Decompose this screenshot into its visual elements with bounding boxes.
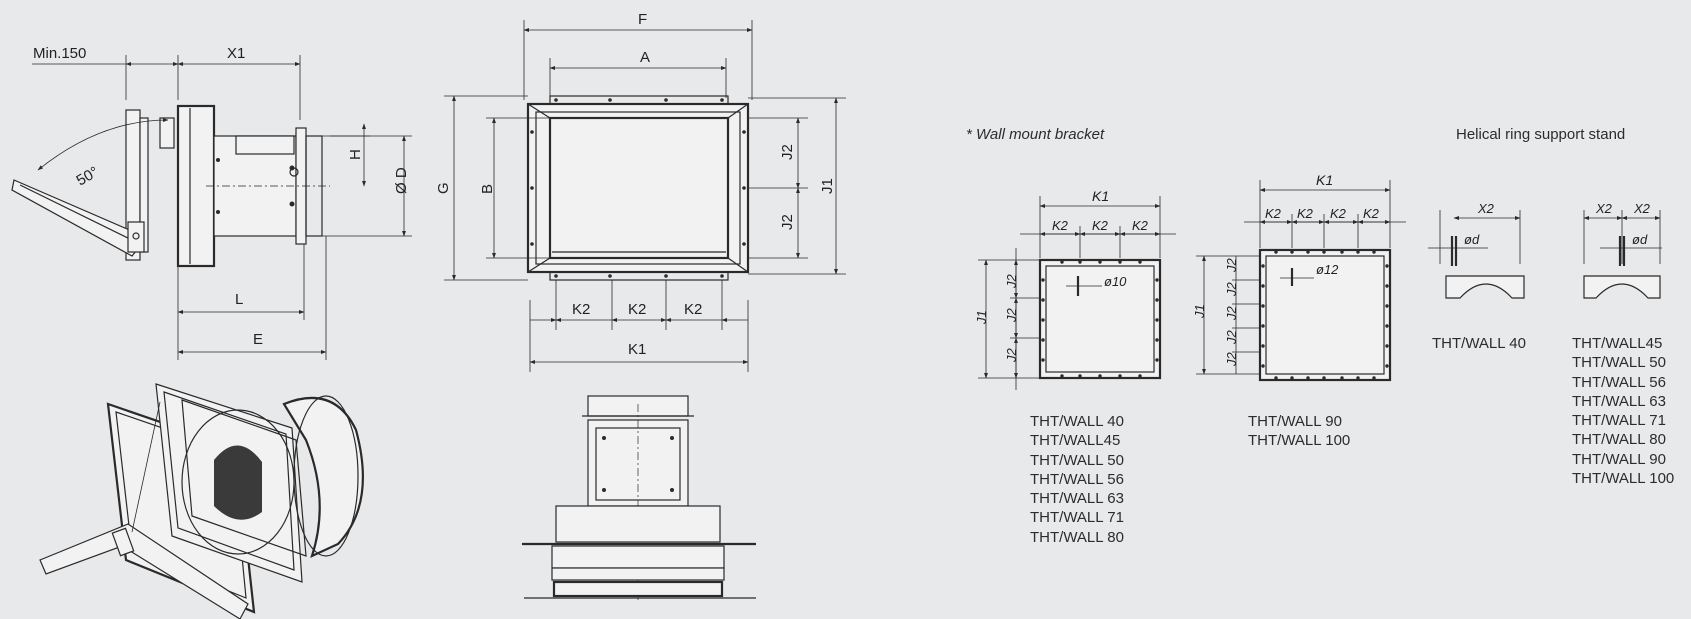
bracket-small-j1-label: J1 <box>974 310 989 325</box>
dim-h-label: H <box>347 149 364 160</box>
bracket-large-j2-5-label: J2 <box>1224 352 1239 368</box>
bracket-small-j2-3-label: J2 <box>1004 348 1019 364</box>
bracket-large-k2-1-label: K2 <box>1265 206 1282 221</box>
dim-od-label: Ø D <box>393 167 410 194</box>
stand-double-x2-1-label: X2 <box>1595 201 1613 216</box>
top-view <box>522 395 756 600</box>
bracket-large-j2-2-label: J2 <box>1224 282 1239 298</box>
isometric-view <box>39 383 364 619</box>
bracket-large-k2-4-label: K2 <box>1363 206 1380 221</box>
frame-bolts <box>530 98 746 278</box>
list-item: THT/WALL 80 <box>1572 431 1666 449</box>
side-view: Min.150 X1 50° H <box>11 45 412 360</box>
stand-double-x2-2-label: X2 <box>1633 201 1651 216</box>
dim-j1-label: J1 <box>819 178 836 194</box>
bracket-large-k2-3-label: K2 <box>1330 206 1347 221</box>
dim-j2-lower-label: J2 <box>779 214 796 230</box>
list-item: THT/WALL 63 <box>1572 392 1666 410</box>
list-item: THT/WALL 50 <box>1030 451 1124 469</box>
dim-f-label: F <box>638 11 647 28</box>
list-item: THT/WALL 56 <box>1030 470 1124 488</box>
bracket-small-j2-2-label: J2 <box>1004 308 1019 324</box>
stand-double-drawing: X2 X2 ød <box>1583 201 1662 299</box>
dim-x1-label: X1 <box>227 45 245 62</box>
list-item: THT/WALL 90 <box>1572 450 1666 468</box>
bracket-title: * Wall mount bracket <box>966 126 1105 143</box>
list-item: THT/WALL 71 <box>1030 509 1124 527</box>
dim-k1-label: K1 <box>628 341 646 358</box>
dim-b-label: B <box>479 184 496 194</box>
stand-single-drawing: X2 ød <box>1428 201 1525 299</box>
bracket-small-k2-2-label: K2 <box>1092 218 1109 233</box>
list-item: THT/WALL 100 <box>1248 432 1351 450</box>
stand-double-model-list: THT/WALL45 THT/WALL 50 THT/WALL 56 THT/W… <box>1572 334 1674 488</box>
bracket-large-j2-1-label: J2 <box>1224 258 1239 274</box>
list-item: THT/WALL 90 <box>1248 413 1342 430</box>
list-item: THT/WALL 63 <box>1030 490 1124 508</box>
dim-g-label: G <box>435 182 452 194</box>
stand-double-od-label: ød <box>1632 232 1648 247</box>
list-item: THT/WALL 40 <box>1030 413 1124 430</box>
bracket-large-drawing: K1 K2 K2 K2 K2 ø12 J2 J2 <box>1192 172 1406 382</box>
list-item: THT/WALL 80 <box>1030 528 1124 546</box>
dim-k2-2-label: K2 <box>628 301 646 318</box>
bracket-small-k1-label: K1 <box>1092 188 1109 204</box>
dim-a-label: A <box>640 49 650 66</box>
bracket-large-k1-label: K1 <box>1316 172 1333 188</box>
bracket-small-k2-1-label: K2 <box>1052 218 1069 233</box>
list-item: THT/WALL 100 <box>1572 470 1675 488</box>
stand-single-model-list: THT/WALL 40 <box>1432 334 1526 353</box>
dim-l-label: L <box>235 291 243 308</box>
list-item: THT/WALL 71 <box>1572 412 1666 430</box>
dim-min150-label: Min.150 <box>33 45 86 62</box>
bracket-large-model-list: THT/WALL 90 THT/WALL 100 <box>1248 412 1350 451</box>
bracket-small-hole-label: ø10 <box>1104 274 1127 289</box>
bracket-small-k2-3-label: K2 <box>1132 218 1149 233</box>
list-item: THT/WALL 50 <box>1572 354 1666 372</box>
list-item: THT/WALL45 <box>1572 335 1663 352</box>
bracket-large-j1-label: J1 <box>1192 304 1207 319</box>
bracket-large-k2-2-label: K2 <box>1297 206 1314 221</box>
dim-angle-label: 50° <box>74 163 102 189</box>
stand-title: Helical ring support stand <box>1456 126 1626 143</box>
stand-single-x2-label: X2 <box>1477 201 1495 216</box>
dim-e-label: E <box>253 331 263 348</box>
front-view: F A G B <box>435 11 846 372</box>
bracket-large-j2-3-label: J2 <box>1224 306 1239 322</box>
dim-k2-1-label: K2 <box>572 301 590 318</box>
list-item: THT/WALL45 <box>1030 432 1121 450</box>
dim-k2-3-label: K2 <box>684 301 702 318</box>
bracket-small-drawing: K1 K2 K2 K2 ø10 J2 J2 J2 <box>974 188 1176 390</box>
stand-single-od-label: ød <box>1464 232 1480 247</box>
dim-j2-upper-label: J2 <box>779 144 796 160</box>
bracket-small-model-list: THT/WALL 40 THT/WALL45 THT/WALL 50 THT/W… <box>1030 412 1124 547</box>
bracket-large-hole-label: ø12 <box>1316 262 1339 277</box>
bracket-large-j2-4-label: J2 <box>1224 330 1239 346</box>
bracket-small-j2-1-label: J2 <box>1004 274 1019 290</box>
list-item: THT/WALL 40 <box>1432 335 1526 352</box>
list-item: THT/WALL 56 <box>1572 373 1666 391</box>
